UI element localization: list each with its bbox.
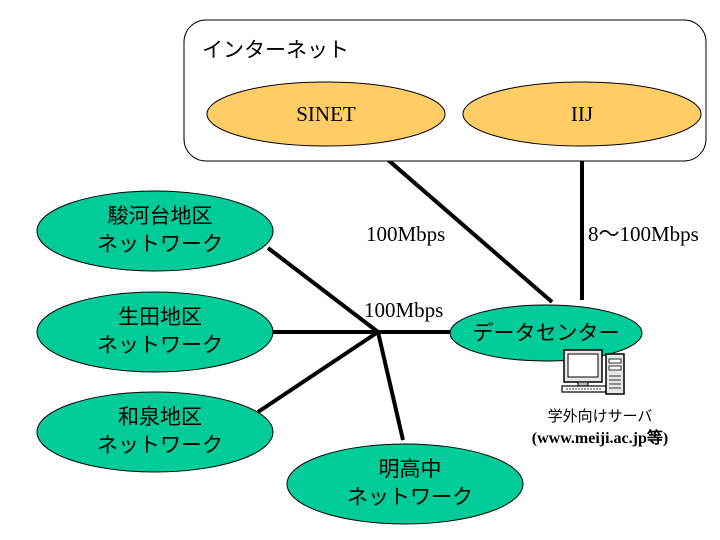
campus-ikuta-network: ネットワーク — [97, 333, 223, 357]
campus-surugadai-network: ネットワーク — [97, 232, 223, 256]
datacenter-label: データセンター — [473, 321, 620, 345]
campus-izumi-network: ネットワーク — [97, 433, 223, 457]
campus-izumi-name: 和泉地区 — [118, 405, 202, 429]
provider-iij-label: IIJ — [571, 102, 593, 126]
campus-ikuta: 生田地区 ネットワーク — [36, 291, 274, 373]
campus-meiko-network: ネットワーク — [347, 485, 473, 509]
campus-surugadai: 駿河台地区 ネットワーク — [36, 190, 274, 272]
sinet-speed-label: 100Mbps — [366, 222, 445, 246]
provider-sinet-label: SINET — [296, 102, 356, 126]
connection-lines — [256, 144, 584, 441]
provider-sinet: SINET — [206, 81, 446, 147]
internet-label: インターネット — [202, 38, 349, 62]
datacenter-node: データセンター — [449, 304, 643, 362]
server-url: (www.meiji.ac.jp等) — [532, 428, 668, 447]
link-surugadai-hub — [266, 246, 380, 334]
link-meiko-hub — [376, 331, 405, 441]
campus-meiko: 明高中 ネットワーク — [286, 443, 524, 525]
iij-speed-label: 8～100Mbps — [588, 222, 699, 246]
link-izumi-hub — [256, 330, 380, 414]
computer-icon — [561, 349, 625, 395]
link-sinet-datacenter — [370, 144, 554, 304]
provider-iij: IIJ — [462, 81, 702, 147]
server-label: 学外向けサーバ — [548, 407, 653, 425]
campus-speed-label: 100Mbps — [364, 298, 443, 322]
campus-meiko-name: 明高中 — [379, 457, 442, 481]
campus-surugadai-name: 駿河台地区 — [108, 204, 213, 228]
campus-ikuta-name: 生田地区 — [118, 305, 202, 329]
campus-izumi: 和泉地区 ネットワーク — [36, 391, 274, 473]
